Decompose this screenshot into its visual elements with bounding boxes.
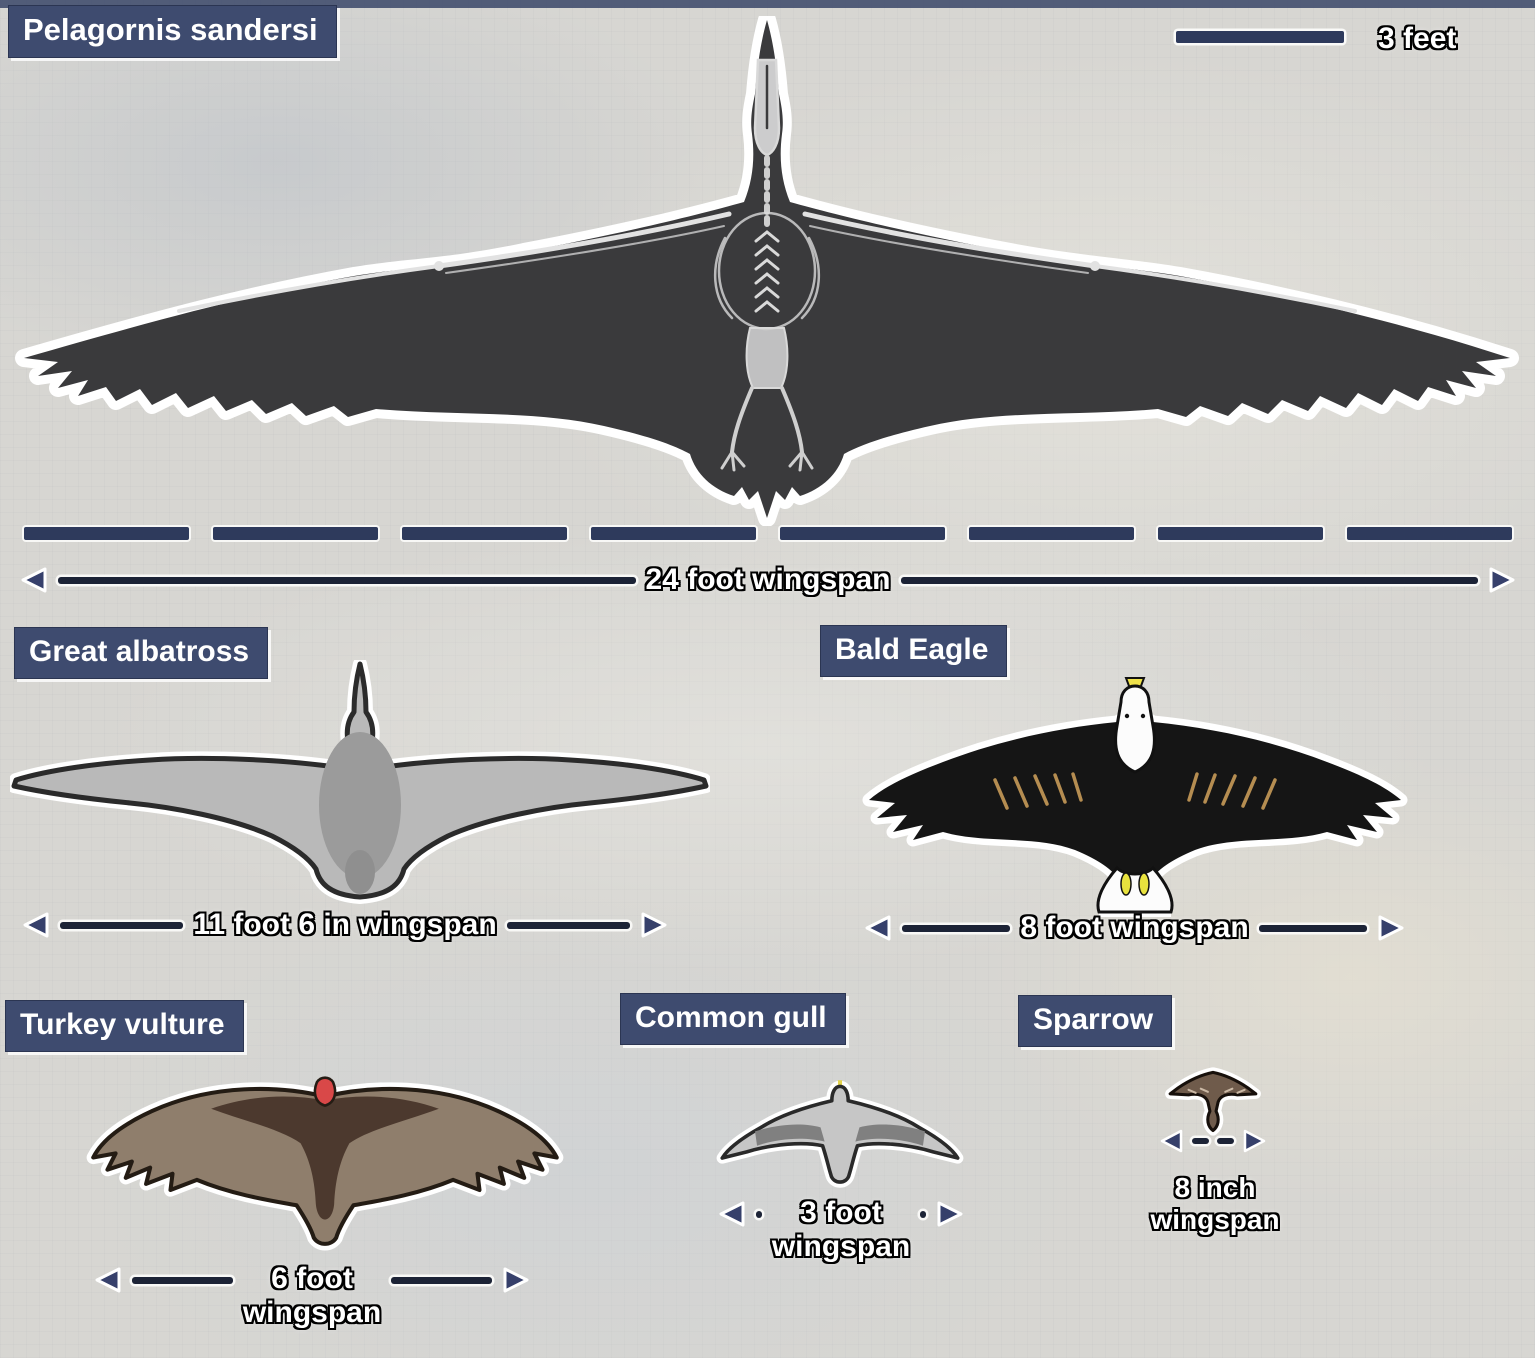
eagle-wingspan-indicator: 8 foot wingspan — [862, 911, 1407, 945]
top-border-strip — [0, 0, 1535, 8]
gull-wingspan-indicator: 3 foot wingspan — [716, 1196, 966, 1264]
arrow-left-icon — [95, 1267, 121, 1293]
vulture-head — [313, 1076, 337, 1107]
scale-ruler — [24, 527, 1512, 540]
ruler-segment — [780, 527, 945, 540]
vulture-wingspan-value: 6 foot — [271, 1262, 353, 1295]
sparrow-wingspan-indicator — [1158, 1128, 1268, 1154]
arrow-left-icon — [865, 915, 891, 941]
arrow-left-icon — [719, 1201, 745, 1227]
sparrow-label: Sparrow — [1018, 995, 1173, 1047]
eagle-tail — [1096, 865, 1174, 914]
sparrow-wingspan-word: wingspan — [1150, 1204, 1280, 1235]
arrow-right-icon — [937, 1201, 963, 1227]
pelagornis-label: Pelagornis sandersi — [8, 5, 337, 59]
ruler-segment — [1158, 527, 1323, 540]
pelagornis-wingspan-indicator: 24 foot wingspan — [18, 563, 1518, 597]
measure-line — [902, 924, 1011, 932]
arrow-left-icon — [21, 567, 47, 593]
gull-label: Common gull — [620, 993, 846, 1045]
sparrow-wingspan-value: 8 inch — [1174, 1172, 1256, 1203]
ruler-segment — [591, 527, 756, 540]
scale-bar — [1176, 31, 1344, 43]
measure-line — [1258, 924, 1368, 932]
albatross-label: Great albatross — [14, 627, 269, 679]
pelagornis-illustration — [15, 16, 1519, 526]
vulture-wingspan-word: wingspan — [242, 1296, 382, 1329]
measure-dash — [920, 1211, 926, 1218]
measure-dash — [1192, 1138, 1209, 1144]
measure-dash — [756, 1211, 762, 1218]
measure-line — [391, 1277, 492, 1284]
measure-line — [132, 1277, 233, 1284]
ruler-segment — [24, 527, 189, 540]
eagle-label: Bald Eagle — [820, 625, 1008, 677]
sparrow-wingspan-label: 8 inch wingspan — [1140, 1172, 1290, 1236]
eagle-head — [1114, 684, 1156, 774]
ruler-segment — [969, 527, 1134, 540]
pelagornis-skeleton-overlay — [177, 58, 1357, 472]
ruler-segment — [402, 527, 567, 540]
arrow-left-icon — [1160, 1129, 1183, 1153]
arrow-right-icon — [503, 1267, 529, 1293]
eagle-wingspan-label: 8 foot wingspan — [1020, 911, 1249, 944]
albatross-illustration — [10, 660, 710, 904]
vulture-illustration — [86, 1076, 564, 1251]
arrow-right-icon — [1378, 915, 1404, 941]
gull-illustration — [716, 1080, 964, 1188]
arrow-right-icon — [1489, 567, 1515, 593]
measure-dash — [1217, 1138, 1234, 1144]
sparrow-illustration — [1165, 1067, 1261, 1136]
eagle-illustration — [862, 677, 1408, 917]
gull-wingspan-word: wingspan — [771, 1230, 911, 1263]
arrow-left-icon — [23, 912, 49, 938]
scale-bar-label: 3 feet — [1378, 22, 1457, 55]
albatross-wingspan-label: 11 foot 6 in wingspan — [193, 908, 497, 941]
vulture-label: Turkey vulture — [5, 1000, 244, 1052]
measure-line — [506, 921, 630, 929]
gull-wingspan-value: 3 foot — [800, 1196, 882, 1229]
arrow-right-icon — [641, 912, 667, 938]
pelagornis-wingspan-label: 24 foot wingspan — [645, 563, 891, 596]
ruler-segment — [213, 527, 378, 540]
arrow-right-icon — [1243, 1129, 1266, 1153]
ruler-segment — [1347, 527, 1512, 540]
measure-line — [58, 576, 636, 584]
albatross-wingspan-indicator: 11 foot 6 in wingspan — [20, 908, 670, 942]
measure-line — [900, 576, 1479, 584]
vulture-wingspan-indicator: 6 foot wingspan — [92, 1262, 532, 1330]
measure-line — [60, 921, 184, 929]
